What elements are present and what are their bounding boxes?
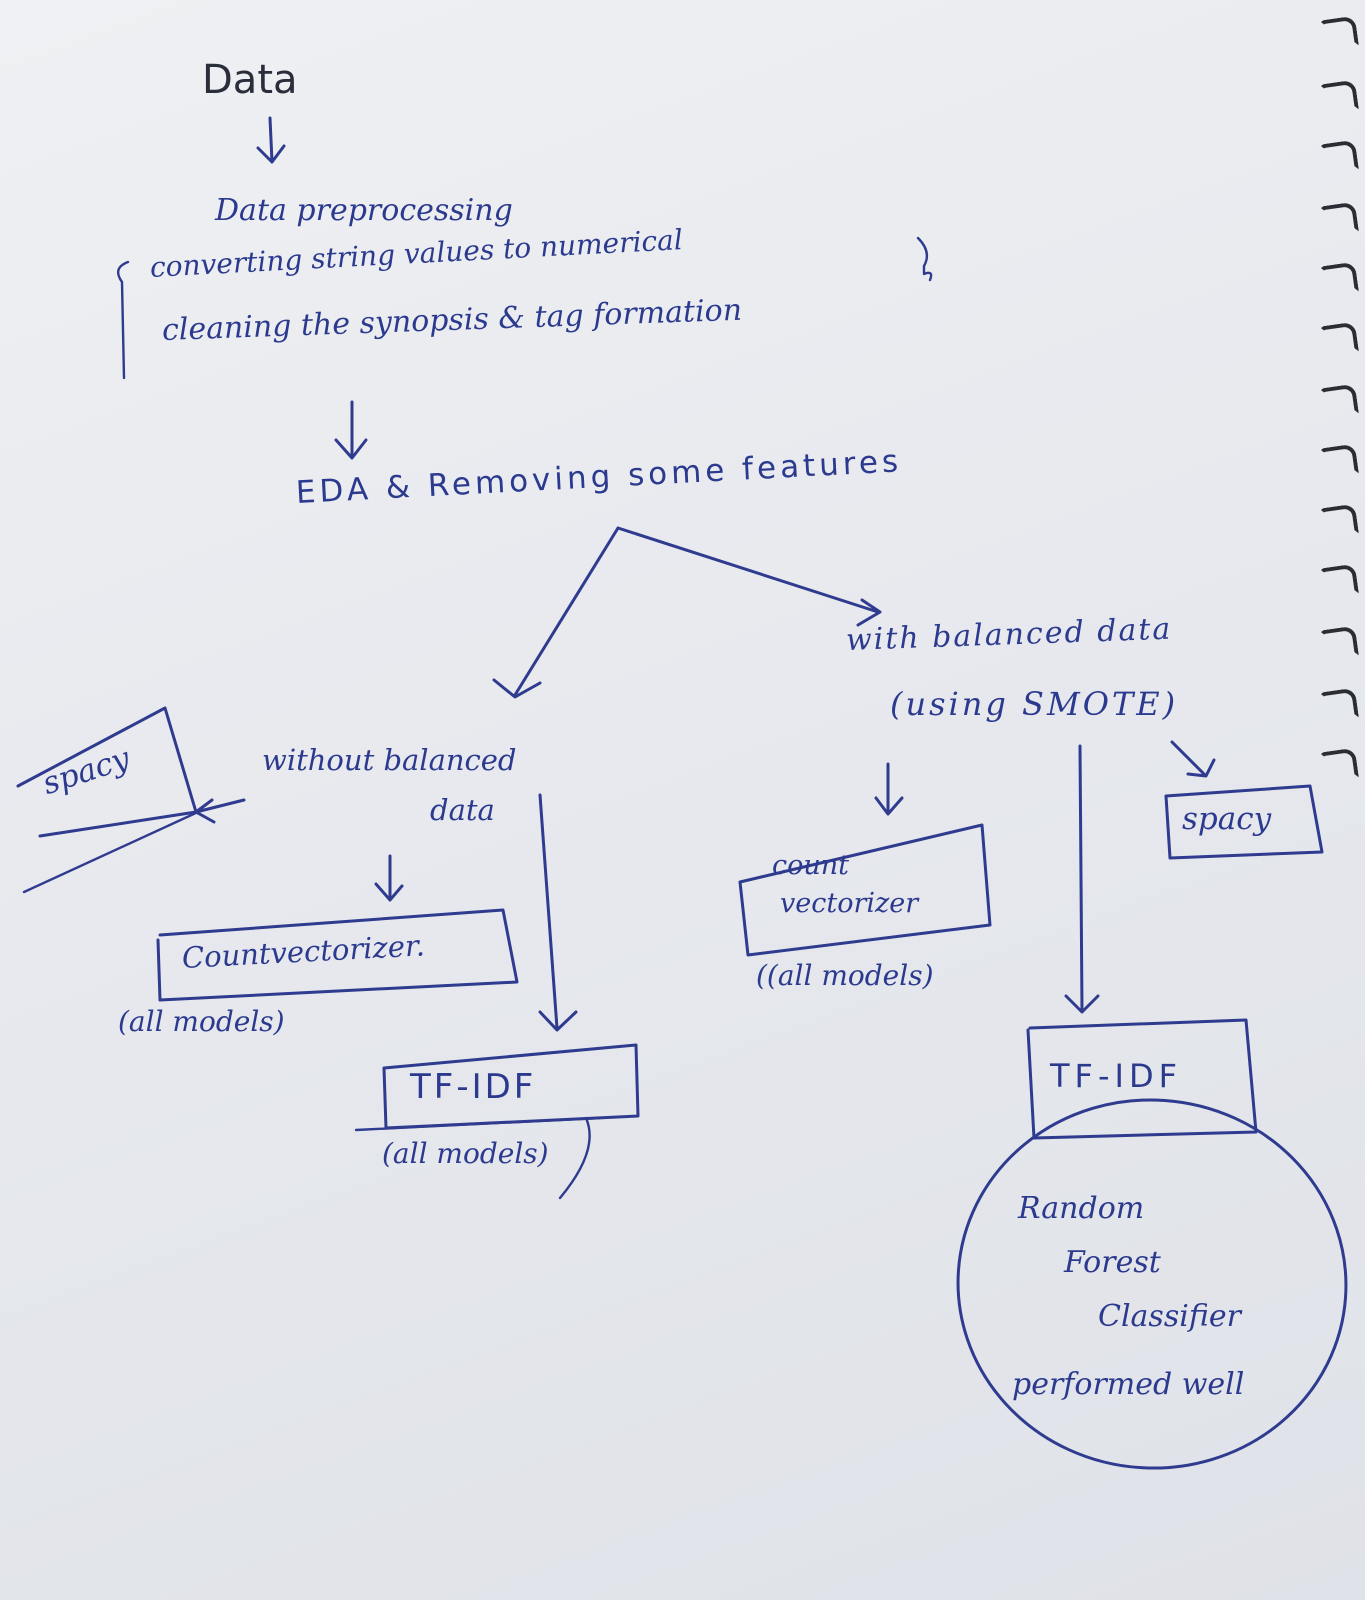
spacy-left-underline — [22, 810, 200, 894]
countvec-left-note: (all models) — [118, 1005, 285, 1038]
spacy-left-box — [16, 706, 198, 838]
right-brace — [916, 236, 933, 282]
arrow-data-to-preprocessing — [256, 116, 286, 164]
result-line-2: Forest — [1064, 1245, 1161, 1280]
arrow-to-tfidf-right — [1064, 744, 1100, 1014]
arrow-to-spacy-right — [1170, 740, 1216, 778]
countvec-left-box — [156, 908, 519, 1002]
left-brace — [116, 260, 130, 380]
countvec-right-label-1: count — [772, 850, 850, 881]
node-preprocessing: Data preprocessing — [215, 193, 513, 228]
countvec-right-note: ((all models) — [756, 959, 934, 992]
tfidf-left-box — [382, 1043, 640, 1130]
node-data: Data — [202, 57, 298, 103]
tfidf-left-label: TF-IDF — [410, 1067, 537, 1107]
split-left-branch — [492, 526, 620, 699]
tfidf-right-label: TF-IDF — [1050, 1057, 1182, 1095]
tfidf-right-box — [1026, 1018, 1258, 1140]
branch-balanced-method: (using SMOTE) — [890, 685, 1179, 723]
branch-unbalanced-title: without balanced — [262, 743, 517, 777]
countvec-right-label-2: vectorizer — [780, 888, 919, 919]
result-line-3: Classifier — [1098, 1299, 1241, 1334]
arrow-to-tfidf-left — [538, 793, 578, 1032]
arrow-to-countvec-right — [874, 762, 904, 816]
arrow-to-spacy-left — [194, 798, 246, 824]
tfidf-left-bracket — [558, 1116, 591, 1200]
split-right-branch — [616, 526, 882, 627]
arrow-preprocessing-to-eda — [334, 400, 368, 460]
result-line-1: Random — [1018, 1191, 1145, 1226]
result-circle — [956, 1098, 1348, 1470]
tfidf-left-note: (all models) — [382, 1137, 549, 1170]
arrow-to-countvec-left — [374, 854, 404, 902]
spacy-right-box — [1164, 784, 1324, 860]
tfidf-left-underline — [354, 1116, 602, 1132]
branch-unbalanced-title-2: data — [430, 793, 495, 827]
countvec-right-box — [738, 823, 992, 957]
result-line-4: performed well — [1012, 1367, 1245, 1402]
spacy-right-label: spacy — [1182, 801, 1272, 837]
